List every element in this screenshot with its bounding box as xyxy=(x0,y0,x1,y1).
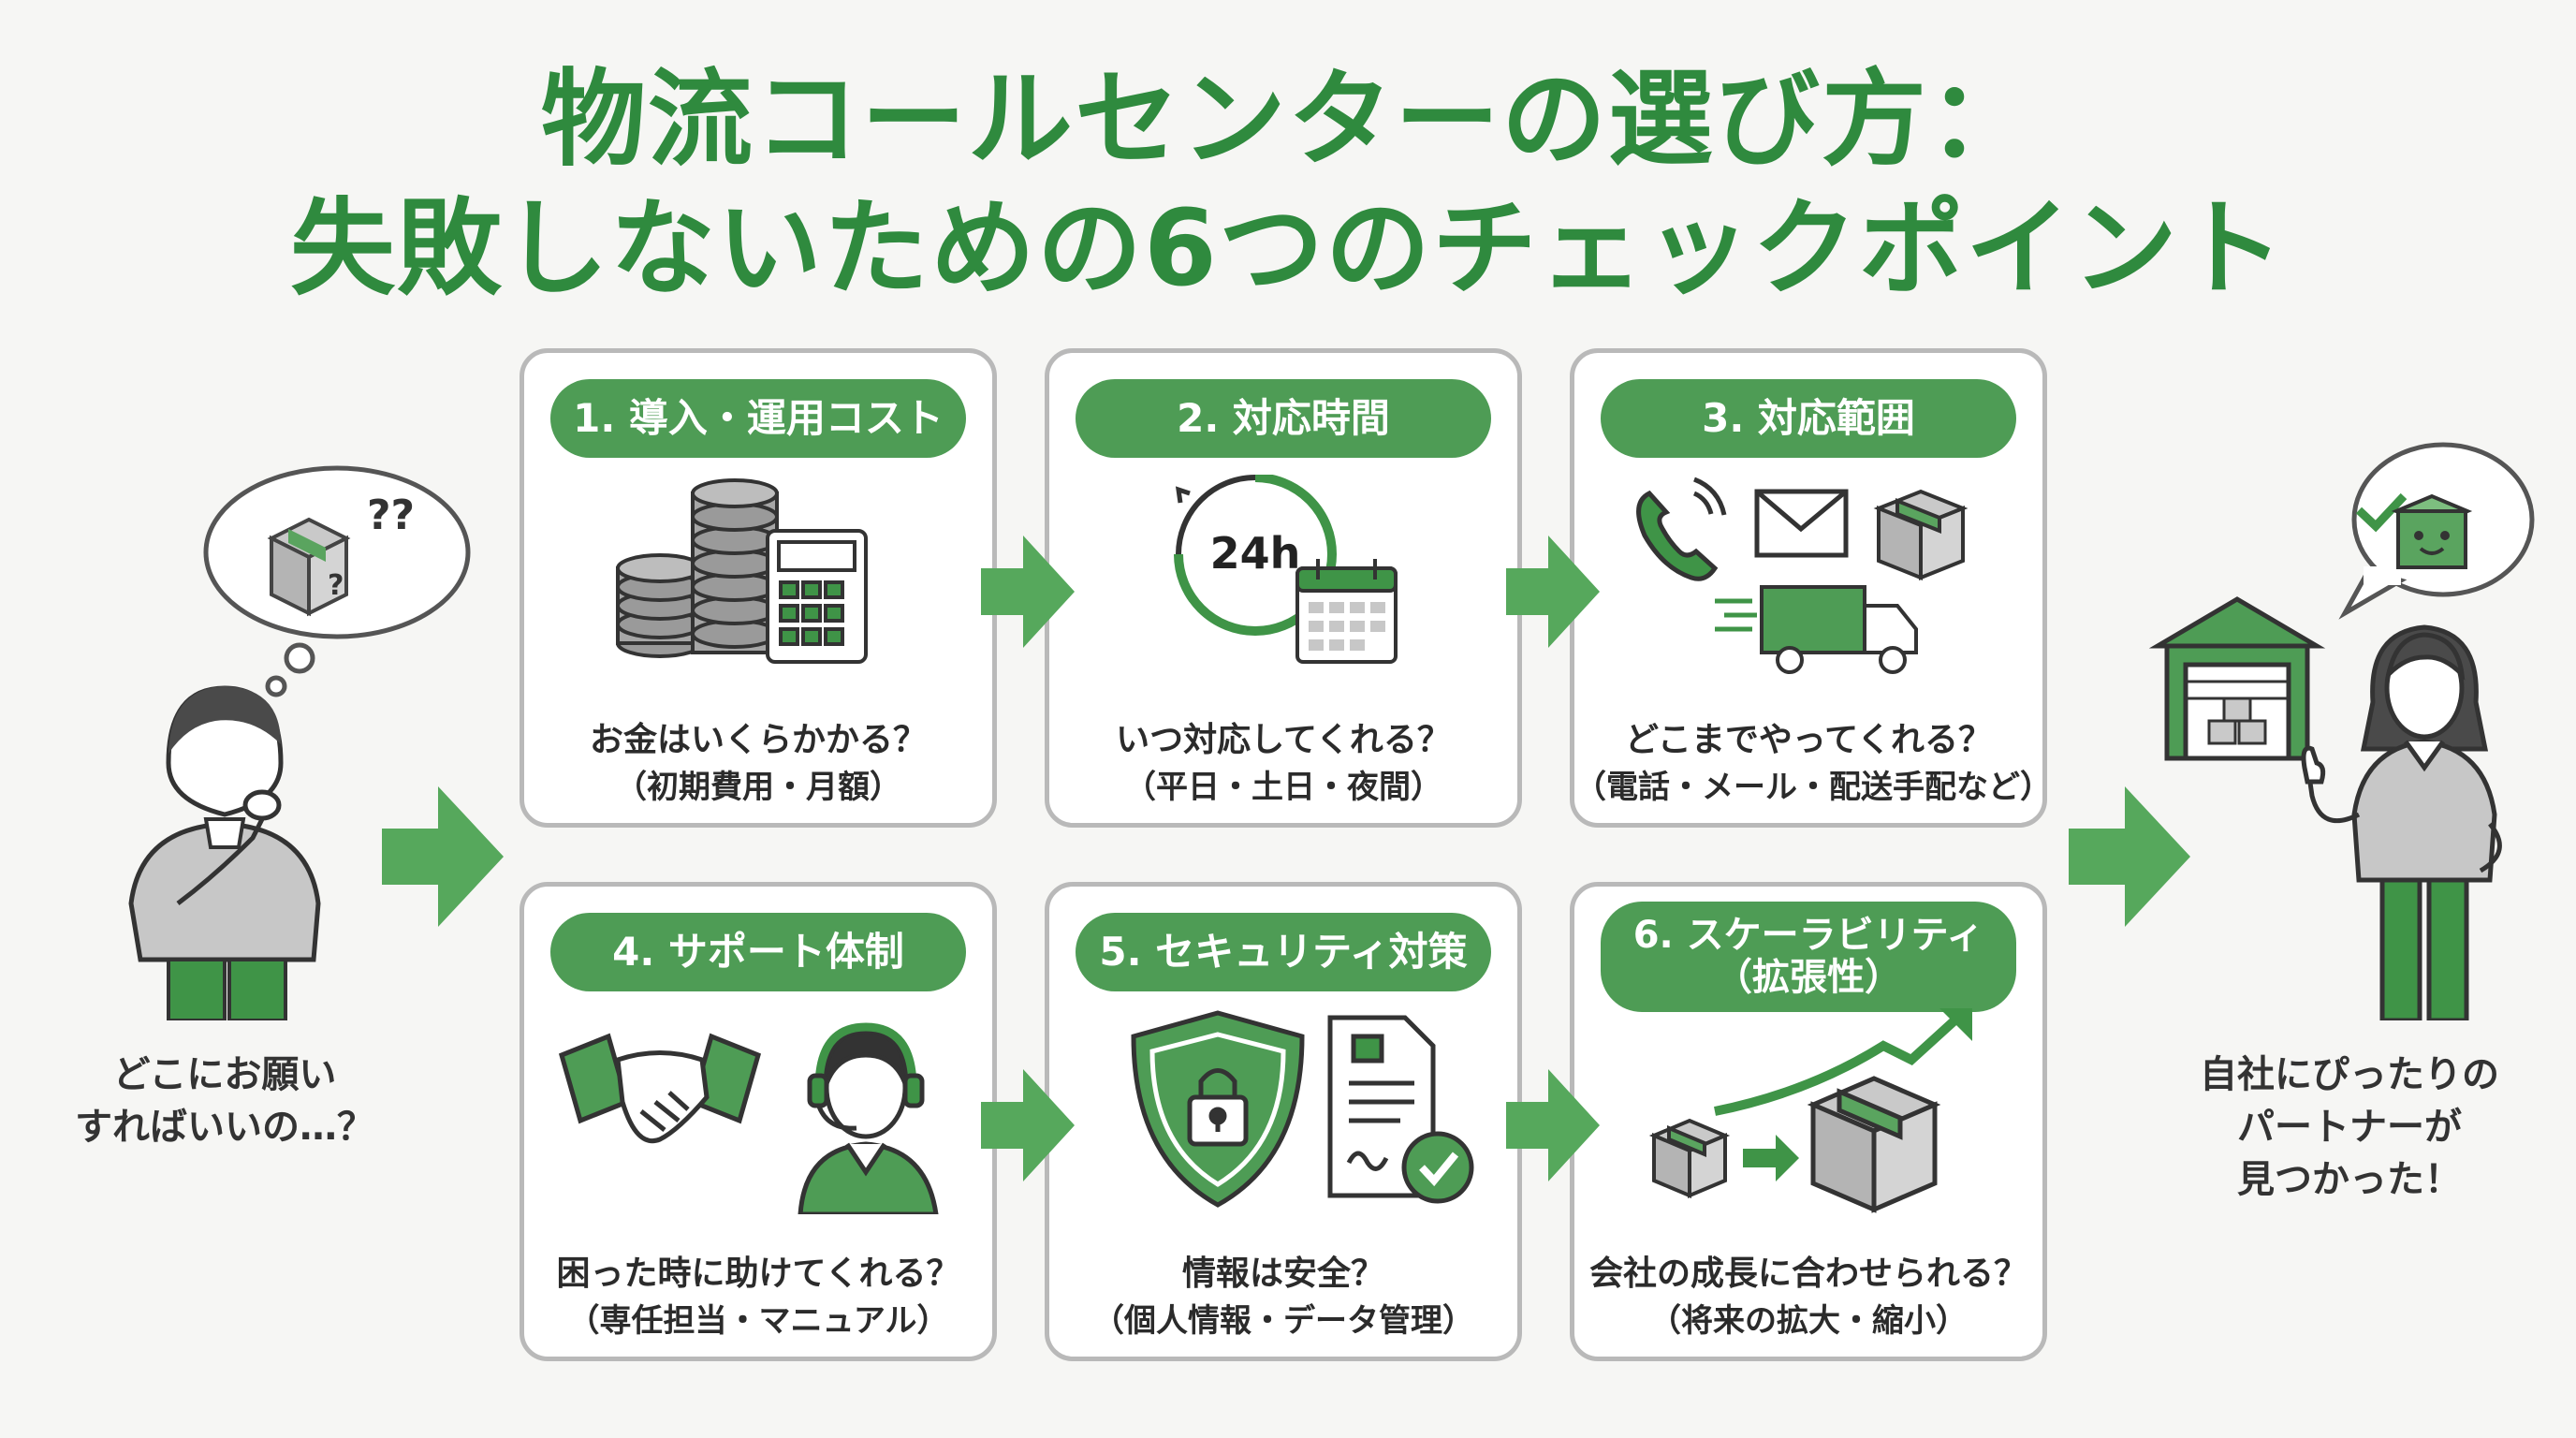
checkpoint-card-security: 5. セキュリティ対策 情報は安全？ （個人情報・データ管理） xyxy=(1045,882,1522,1361)
check-icon xyxy=(2355,492,2408,533)
card-detail: （電話・メール・配送手配など） xyxy=(1574,769,2052,806)
card-title: 2. 対応時間 xyxy=(1076,379,1491,458)
card-detail: （個人情報・データ管理） xyxy=(1092,1302,1474,1340)
large-box-icon xyxy=(1807,1076,1941,1213)
svg-text:??: ?? xyxy=(367,492,415,539)
happy-woman-warehouse-illustration xyxy=(2148,442,2535,1020)
small-box-icon xyxy=(1648,1118,1731,1199)
arrow-right-icon xyxy=(1506,536,1600,648)
phone-icon xyxy=(1636,490,1719,581)
right-caption: 自社にぴったりの パートナーが 見つかった！ xyxy=(2200,1053,2499,1201)
card-detail: （平日・土日・夜間） xyxy=(1124,769,1442,806)
card-question: 困った時に助けてくれる？ xyxy=(556,1255,960,1293)
card-title: 4. サポート体制 xyxy=(550,913,966,991)
arrow-right-icon xyxy=(382,786,504,927)
box-icon xyxy=(1873,489,1969,580)
arrow-right-icon xyxy=(2069,786,2190,927)
checkpoint-card-hours: 2. 対応時間 24h いつ対応してくれる？ （平日・土日・夜間） xyxy=(1045,348,1522,828)
svg-text:24h: 24h xyxy=(1210,528,1301,579)
card-question: いつ対応してくれる？ xyxy=(1116,721,1451,759)
checkpoint-card-scope: 3. 対応範囲 どこまでやってくれる？ （電話・メール・配送手配など） xyxy=(1570,348,2052,828)
card-question: どこまでやってくれる？ xyxy=(1624,721,1993,759)
card-question: 会社の成長に合わせられる？ xyxy=(1588,1255,2027,1293)
shield-lock-icon xyxy=(1131,1010,1305,1208)
checkpoint-card-support: 4. サポート体制 困った時に助けてくれる？ （専任担当・マニュアル） xyxy=(520,882,997,1361)
warehouse-icon xyxy=(2148,596,2326,761)
card-title: 6. スケーラビリティ （拡張性） xyxy=(1601,902,2016,1012)
arrow-small-icon xyxy=(1743,1135,1799,1181)
confused-person-illustration: ? ?? xyxy=(128,465,471,1020)
coins-calculator-icon xyxy=(616,478,868,664)
page-title-line1: 物流コールセンターの選び方： xyxy=(541,59,2035,181)
headset-operator-icon xyxy=(798,1022,939,1214)
handshake-icon xyxy=(558,1033,762,1143)
document-check-icon xyxy=(1327,1015,1474,1204)
growth-arrow-icon xyxy=(1714,1008,1972,1116)
card-detail: （専任担当・マニュアル） xyxy=(567,1302,949,1340)
svg-text:?: ? xyxy=(328,569,344,602)
thinking-man-icon xyxy=(128,685,321,1020)
arrow-right-icon xyxy=(981,536,1075,648)
page-title-line2: 失敗しないための6つのチェックポイント xyxy=(290,188,2286,310)
phone-mail-box-truck-icon xyxy=(1636,477,1969,674)
card-title: 1. 導入・運用コスト xyxy=(550,379,966,458)
card-question: 情報は安全？ xyxy=(1181,1255,1384,1293)
card-title: 3. 対応範囲 xyxy=(1601,379,2016,458)
thought-bubble-icon: ? ?? xyxy=(203,465,471,697)
left-caption: どこにお願い すればいいの…？ xyxy=(75,1053,374,1149)
card-title: 5. セキュリティ対策 xyxy=(1076,913,1491,991)
card-detail: （将来の拡大・縮小） xyxy=(1649,1302,1968,1340)
arrow-right-icon xyxy=(1506,1069,1600,1181)
speech-bubble-icon xyxy=(2338,442,2535,620)
happy-woman-icon xyxy=(2301,624,2502,1020)
delivery-truck-icon xyxy=(1715,585,1918,674)
shield-document-icon xyxy=(1131,1010,1474,1208)
envelope-icon xyxy=(1754,489,1849,558)
arrow-right-icon xyxy=(981,1069,1075,1181)
card-question: お金はいくらかかる？ xyxy=(589,721,927,759)
handshake-operator-icon xyxy=(558,1022,939,1214)
checkpoint-card-scalability: 6. スケーラビリティ （拡張性） 会社の成長に合わせられる？ （将来の拡大・縮… xyxy=(1570,882,2047,1361)
growth-boxes-icon xyxy=(1648,1008,1972,1213)
card-detail: （初期費用・月額） xyxy=(615,769,901,806)
clock-calendar-icon: 24h xyxy=(1174,475,1398,664)
checkpoint-card-cost: 1. 導入・運用コスト xyxy=(520,348,997,828)
